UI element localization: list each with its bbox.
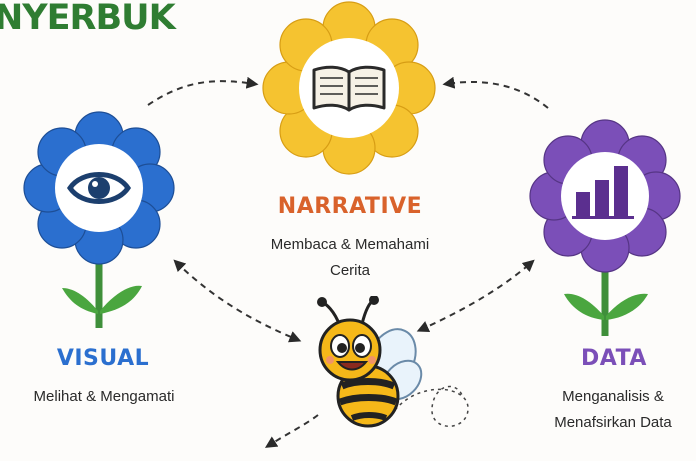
visual-description-line: Melihat & Mengamati [33, 388, 175, 405]
narrative-flower [262, 1, 436, 175]
data-description: Menganalisis & Menafsirkan Data [530, 384, 696, 436]
visual-description: Melihat & Mengamati [4, 384, 204, 410]
eye-icon [66, 172, 132, 204]
narrative-description-line-1: Membaca & Memahami [270, 236, 430, 253]
page-title: NYERBUK [0, 0, 176, 38]
data-description-line-1: Menganalisis & [562, 388, 664, 405]
narrative-description: Membaca & Memahami Cerita [250, 232, 450, 284]
visual-title: VISUAL [56, 346, 150, 371]
visual-flower [23, 111, 175, 328]
narrative-description-line-2: Cerita [329, 262, 370, 279]
arrow-bee-down [264, 414, 319, 448]
arrow-visual-to-narrative [147, 76, 259, 106]
data-title: DATA [581, 346, 647, 371]
arrow-data-to-narrative [442, 76, 549, 109]
narrative-title: NARRATIVE [277, 194, 423, 219]
data-flower [529, 119, 681, 336]
data-description-line-2: Menafsirkan Data [554, 414, 672, 431]
arrow-bee-data [416, 259, 535, 333]
bar-chart-icon [572, 166, 634, 219]
book-icon [312, 65, 386, 112]
bee-icon [317, 296, 423, 428]
